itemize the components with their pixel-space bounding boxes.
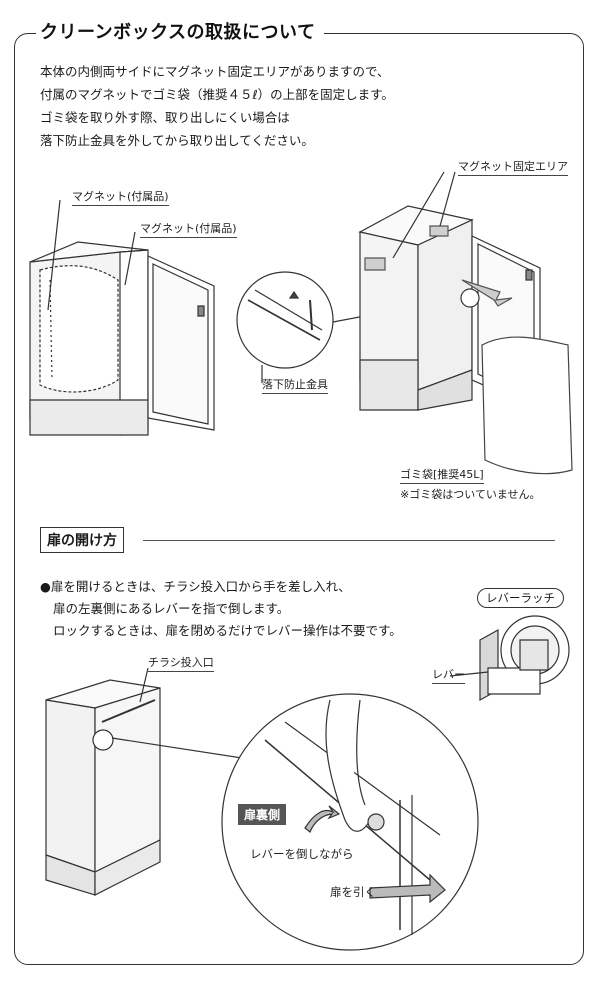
push-lever-label: レバーを倒しながら <box>250 847 354 861</box>
bag-label: ゴミ袋[推奨45L] <box>400 466 484 484</box>
flyer-slot-label: チラシ投入口 <box>148 654 214 672</box>
door-instructions: ●扉を開けるときは、チラシ投入口から手を差し入れ、 扉の左裏側にあるレバーを指で… <box>40 576 402 642</box>
door-back-zoom-illustration <box>222 694 478 950</box>
intro-line: 落下防止金具を外してから取り出してください。 <box>40 133 314 148</box>
open-cabinet-with-bag-illustration <box>30 200 214 435</box>
bag-note: ※ゴミ袋はついていません。 <box>400 488 541 501</box>
section-divider <box>143 540 555 541</box>
fall-guard-label: 落下防止金具 <box>262 376 328 394</box>
closed-cabinet-illustration <box>46 668 255 895</box>
intro-line: 本体の内側両サイドにマグネット固定エリアがありますので、 <box>40 64 390 79</box>
door-line: 扉の左裏側にあるレバーを指で倒します。 <box>53 601 290 616</box>
pull-door-label: 扉を引く <box>330 885 376 899</box>
magnet-area-label: マグネット固定エリア <box>458 158 568 176</box>
door-line: ●扉を開けるときは、チラシ投入口から手を差し入れ、 <box>40 579 351 594</box>
intro-line: 付属のマグネットでゴミ袋（推奨４５ℓ）の上部を固定します。 <box>40 87 394 102</box>
intro-text: 本体の内側両サイドにマグネット固定エリアがありますので、 付属のマグネットでゴミ… <box>40 60 394 152</box>
magnet-label-2: マグネット(付属品) <box>140 220 237 238</box>
page-title: クリーンボックスの取扱について <box>36 18 324 44</box>
lever-latch-illustration <box>450 616 569 700</box>
cabinet-magnet-area-illustration <box>360 172 572 474</box>
intro-line: ゴミ袋を取り外す際、取り出しにくい場合は <box>40 110 290 125</box>
lever-latch-pill: レバーラッチ <box>477 588 564 608</box>
section-heading-door: 扉の開け方 <box>40 527 124 553</box>
magnet-label-1: マグネット(付属品) <box>72 188 169 206</box>
fall-guard-zoom-illustration <box>237 272 460 383</box>
door-back-tag: 扉裏側 <box>238 804 287 825</box>
lever-label: レバー <box>432 666 465 684</box>
door-line: ロックするときは、扉を閉めるだけでレバー操作は不要です。 <box>53 623 402 638</box>
